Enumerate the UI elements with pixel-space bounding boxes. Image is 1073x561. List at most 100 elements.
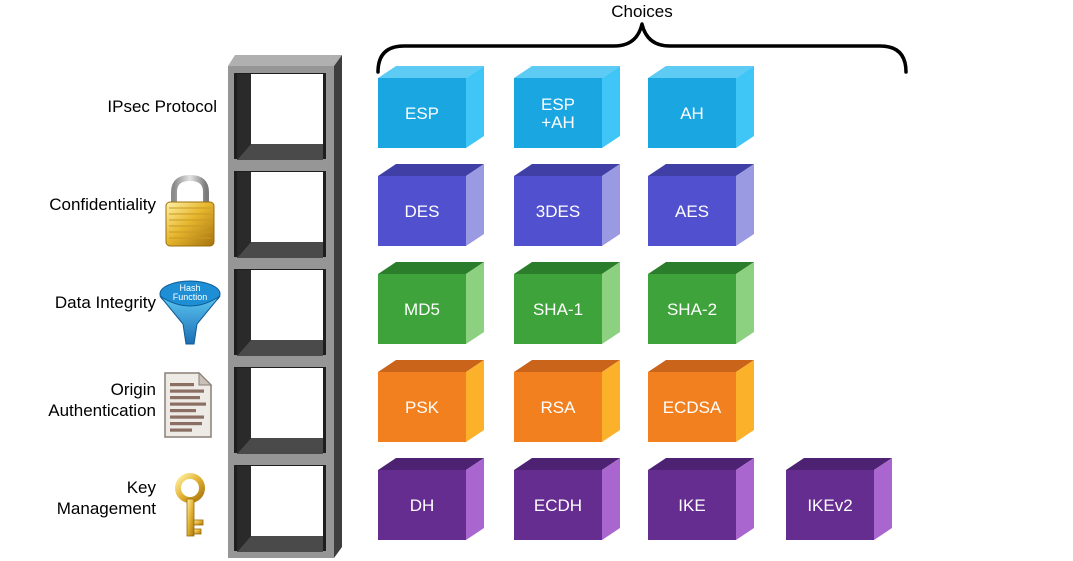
framework-row: Confidentiality DES 3DES AES — [49, 164, 754, 247]
cube-side-face — [466, 164, 484, 246]
cube-side-face — [602, 360, 620, 442]
choice-cube: MD5 — [378, 262, 484, 344]
cube-side-face — [466, 66, 484, 148]
row-label: Confidentiality — [49, 195, 156, 214]
choice-cube: AH — [648, 66, 754, 148]
cube-top-face — [514, 262, 620, 274]
cube-side-face — [736, 262, 754, 344]
choice-label: IKEv2 — [807, 496, 852, 515]
cube-side-face — [466, 360, 484, 442]
cube-side-face — [736, 66, 754, 148]
cube-top-face — [378, 262, 484, 274]
choice-label: SHA-2 — [667, 300, 717, 319]
row-label: Authentication — [48, 401, 156, 420]
cube-front-face — [514, 470, 602, 540]
choice-cube: RSA — [514, 360, 620, 442]
choice-label: AES — [675, 202, 709, 221]
choice-label: SHA-1 — [533, 300, 583, 319]
cube-front-face — [514, 372, 602, 442]
document-icon — [164, 371, 213, 438]
cube-top-face — [514, 66, 620, 78]
row-label: Origin — [111, 380, 156, 399]
cube-side-face — [466, 458, 484, 540]
cube-front-face — [514, 274, 602, 344]
cube-front-face — [378, 78, 466, 148]
cube-top-face — [648, 262, 754, 274]
cube-top-face — [378, 458, 484, 470]
cube-top-face — [786, 458, 892, 470]
cube-side-face — [602, 458, 620, 540]
cube-side-face — [602, 164, 620, 246]
choice-cube: ECDSA — [648, 360, 754, 442]
key-icon — [175, 473, 205, 537]
choice-label: 3DES — [536, 202, 580, 221]
row-label: Management — [57, 499, 157, 518]
row-label: Data Integrity — [55, 293, 157, 312]
framework-rack — [228, 55, 342, 558]
choice-label: ESP — [541, 95, 575, 114]
choice-label: ESP — [405, 104, 439, 123]
rack-slot — [234, 367, 326, 454]
cube-front-face — [648, 470, 736, 540]
cube-top-face — [648, 164, 754, 176]
cube-side-face — [466, 262, 484, 344]
cube-top-face — [514, 164, 620, 176]
choice-label: DH — [410, 496, 435, 515]
cube-front-face — [514, 176, 602, 246]
choice-label: RSA — [541, 398, 577, 417]
rack-slot — [234, 171, 326, 258]
cube-top-face — [514, 360, 620, 372]
choice-cube: ESP — [378, 66, 484, 148]
rack-slot — [234, 465, 326, 552]
cube-top-face — [378, 360, 484, 372]
choice-cube: 3DES — [514, 164, 620, 246]
row-label: Key — [127, 478, 157, 497]
choices-brace — [376, 22, 908, 74]
choice-label: DES — [405, 202, 440, 221]
choice-label: PSK — [405, 398, 440, 417]
choice-cube: ECDH — [514, 458, 620, 540]
cube-front-face — [648, 274, 736, 344]
row-label: IPsec Protocol — [107, 97, 217, 116]
cube-front-face — [378, 372, 466, 442]
cube-side-face — [736, 458, 754, 540]
choice-label: MD5 — [404, 300, 440, 319]
cube-front-face — [378, 274, 466, 344]
cube-side-face — [602, 262, 620, 344]
hash-function-label: Hash — [179, 283, 200, 293]
choices-label: Choices — [611, 2, 672, 21]
cube-front-face — [648, 78, 736, 148]
cube-top-face — [648, 360, 754, 372]
cube-top-face — [378, 164, 484, 176]
choice-label: IKE — [678, 496, 705, 515]
choice-label: ECDSA — [663, 398, 722, 417]
choice-label: +AH — [541, 113, 575, 132]
choice-cube: SHA-2 — [648, 262, 754, 344]
cube-front-face — [514, 78, 602, 148]
choice-cube: IKE — [648, 458, 754, 540]
choice-cube: DH — [378, 458, 484, 540]
cube-front-face — [378, 176, 466, 246]
cube-top-face — [378, 66, 484, 78]
rack-slot — [234, 269, 326, 356]
choice-label: AH — [680, 104, 704, 123]
choice-label: ECDH — [534, 496, 582, 515]
cube-side-face — [602, 66, 620, 148]
cube-front-face — [648, 176, 736, 246]
cube-front-face — [378, 470, 466, 540]
cube-top-face — [648, 66, 754, 78]
rack-slot — [234, 73, 326, 160]
choice-cube: IKEv2 — [786, 458, 892, 540]
cube-side-face — [736, 360, 754, 442]
cube-side-face — [874, 458, 892, 540]
hash-function-label: Function — [173, 292, 208, 302]
choice-cube: SHA-1 — [514, 262, 620, 344]
choice-cube: DES — [378, 164, 484, 246]
cube-top-face — [514, 458, 620, 470]
choice-cube: PSK — [378, 360, 484, 442]
